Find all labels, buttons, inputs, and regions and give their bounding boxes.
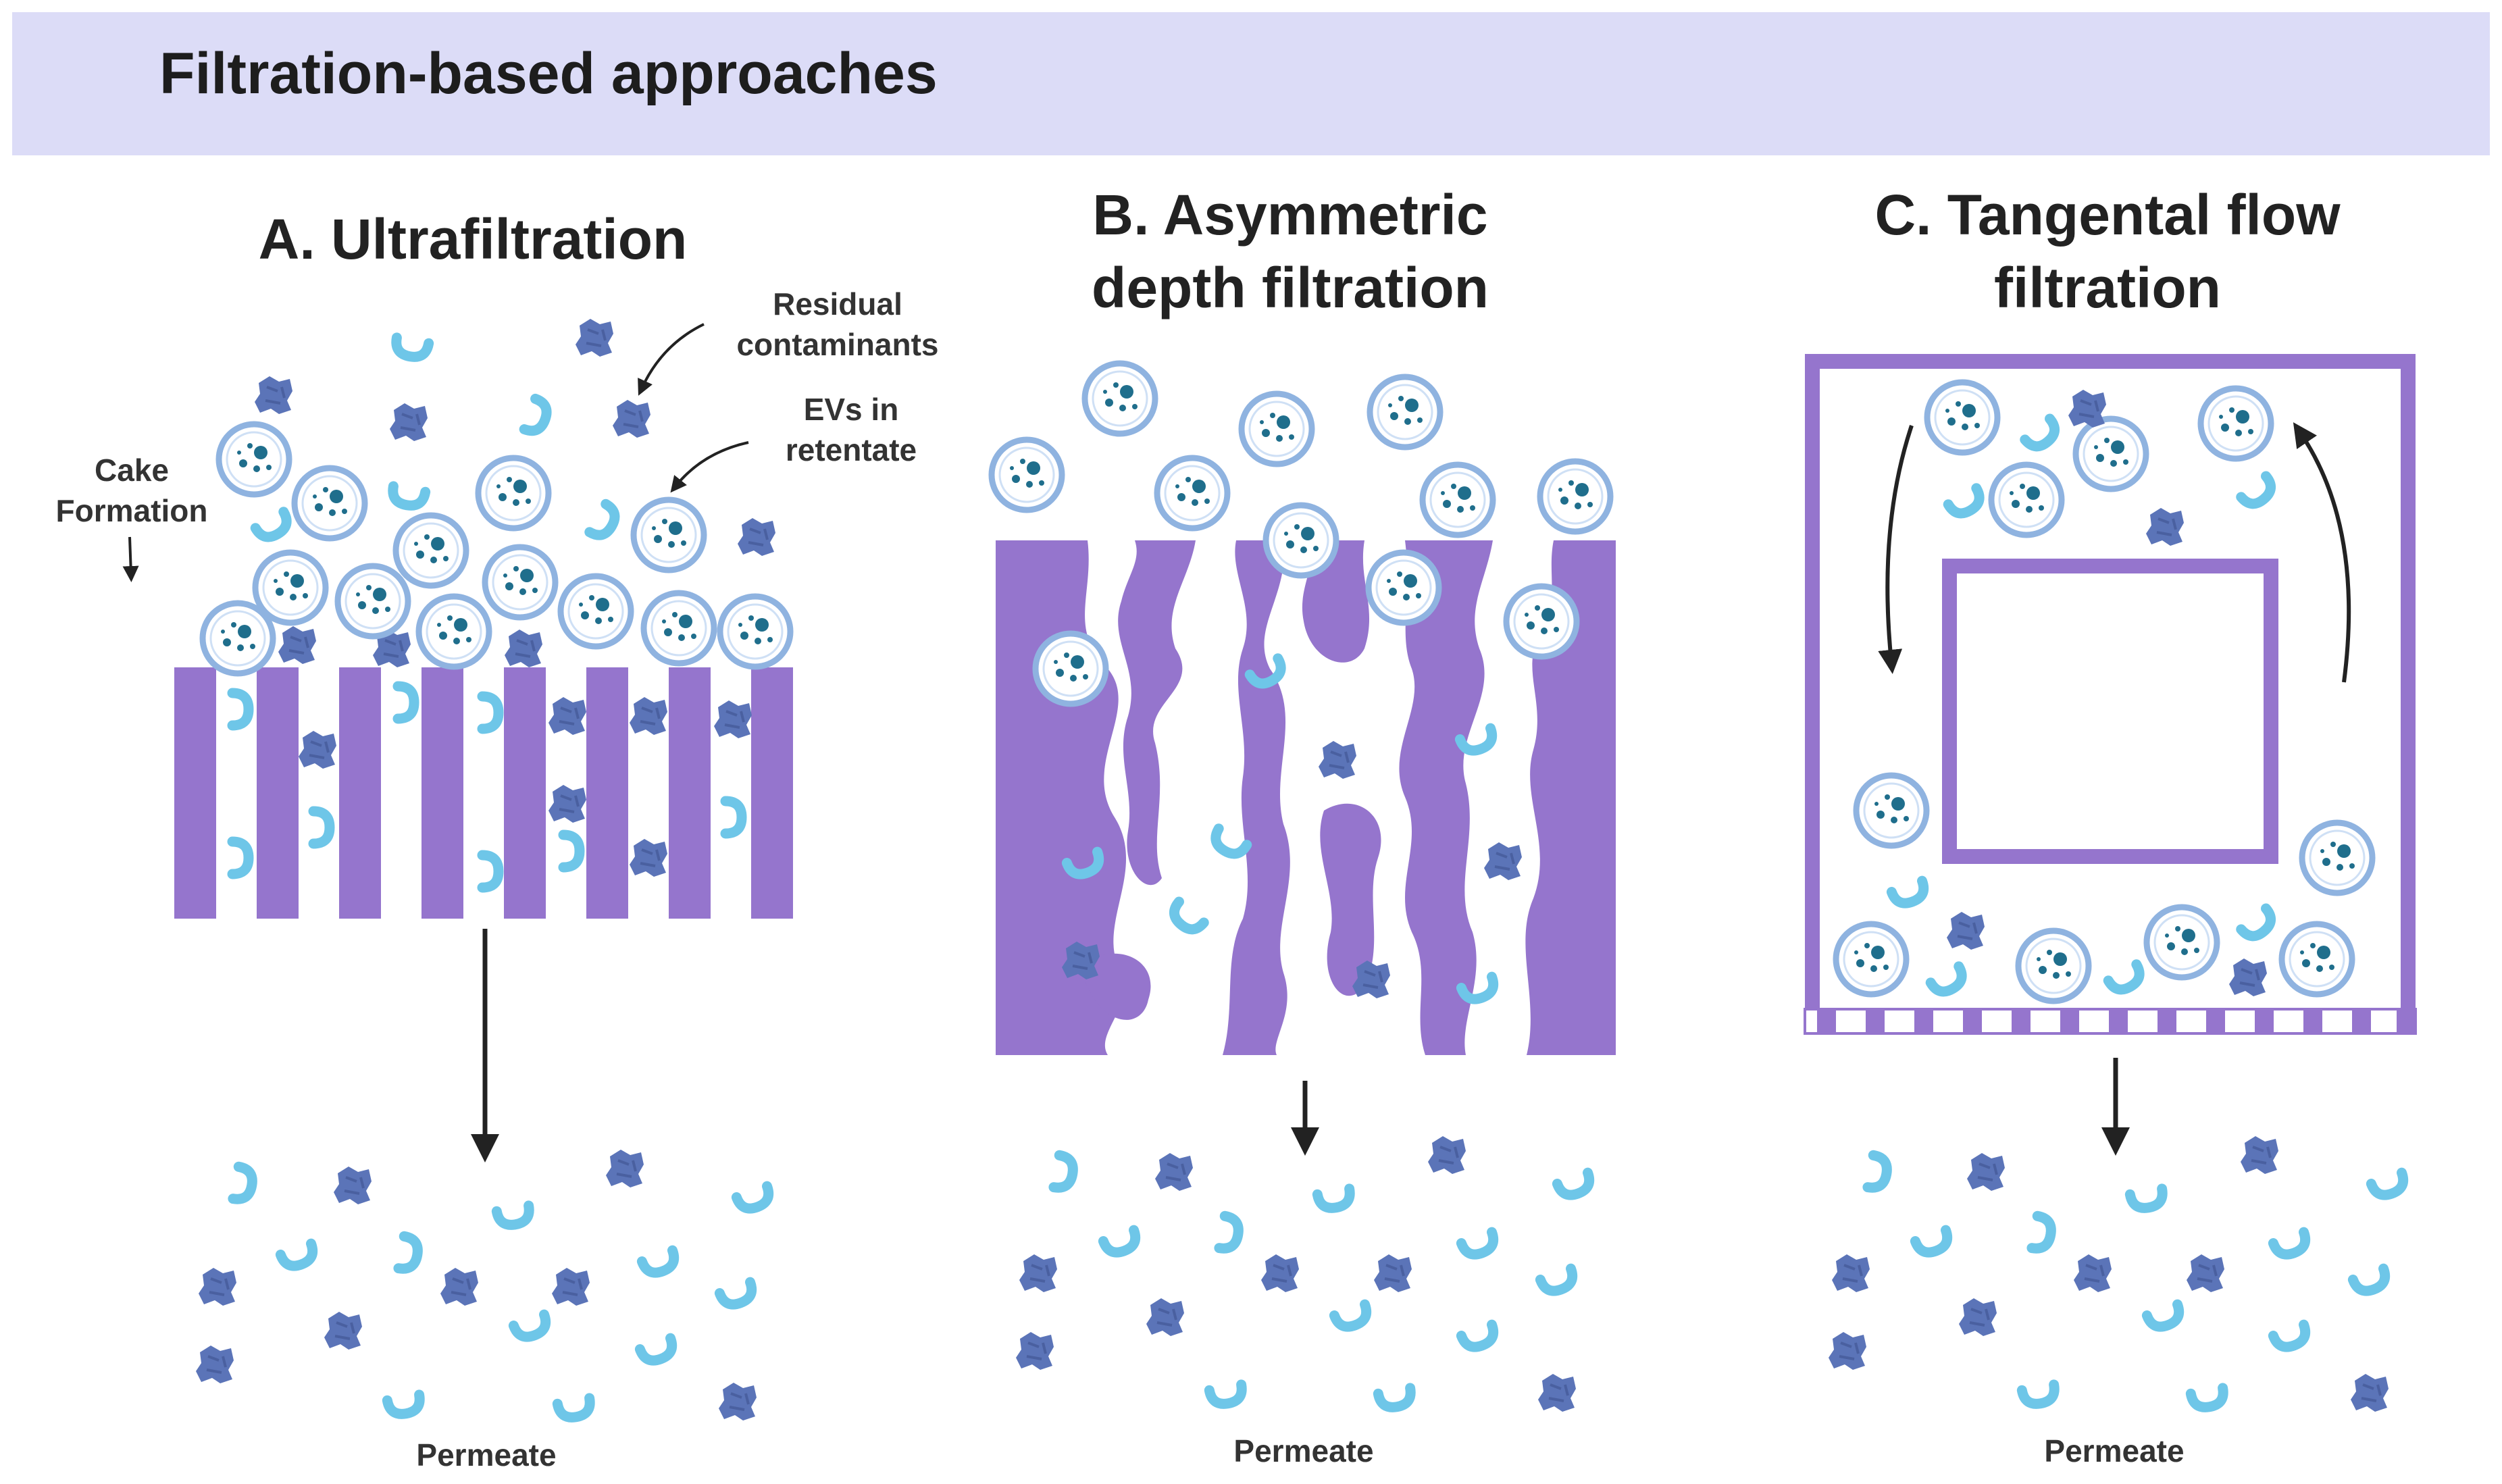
panel-c-title: C. Tangental flow filtration: [1770, 178, 2445, 324]
evs-in-retentate-label: EVs in retentate: [716, 389, 986, 470]
title-banner: [12, 12, 2490, 155]
ultrafiltration-membrane: [174, 667, 794, 919]
panel-b-title-line-1: B. Asymmetric: [1092, 183, 1488, 247]
tangential-flow-chamber: [1805, 354, 2416, 1033]
permeate-particles-a: [195, 1148, 773, 1421]
figure-title: Filtration-based approaches: [159, 41, 938, 106]
panel-a-title-line: A. Ultrafiltration: [258, 207, 688, 271]
panel-c-title-line-2: filtration: [1994, 256, 2221, 319]
cake-layer-evs: [203, 317, 790, 673]
residual-line-1: Residual: [773, 286, 902, 322]
evs-line-2: retentate: [785, 432, 917, 467]
cake-formation-label: Cake Formation: [27, 450, 236, 531]
panel-a-permeate-label: Permeate: [416, 1437, 557, 1473]
panel-b-title: B. Asymmetric depth filtration: [952, 178, 1628, 324]
panel-a-title: A. Ultrafiltration: [135, 203, 811, 276]
residual-line-2: contaminants: [736, 327, 939, 362]
evs-line-1: EVs in: [803, 392, 899, 427]
panel-c-title-line-1: C. Tangental flow: [1874, 183, 2341, 247]
panel-b-title-line-2: depth filtration: [1092, 256, 1489, 319]
flow-arrows: [1878, 422, 2351, 683]
permeate-particles-c: [1827, 1135, 2407, 1412]
tangential-flow-membrane: [1804, 1008, 2417, 1035]
panel-b-permeate-label: Permeate: [1233, 1433, 1374, 1468]
panel-c-permeate-label: Permeate: [2044, 1433, 2185, 1468]
annotation-arrows-a: [122, 323, 749, 582]
cake-line-2: Formation: [55, 493, 208, 528]
permeate-particles-b: [1015, 1135, 1593, 1412]
residual-contaminants-label: Residual contaminants: [703, 284, 973, 365]
cake-line-1: Cake: [95, 453, 169, 488]
